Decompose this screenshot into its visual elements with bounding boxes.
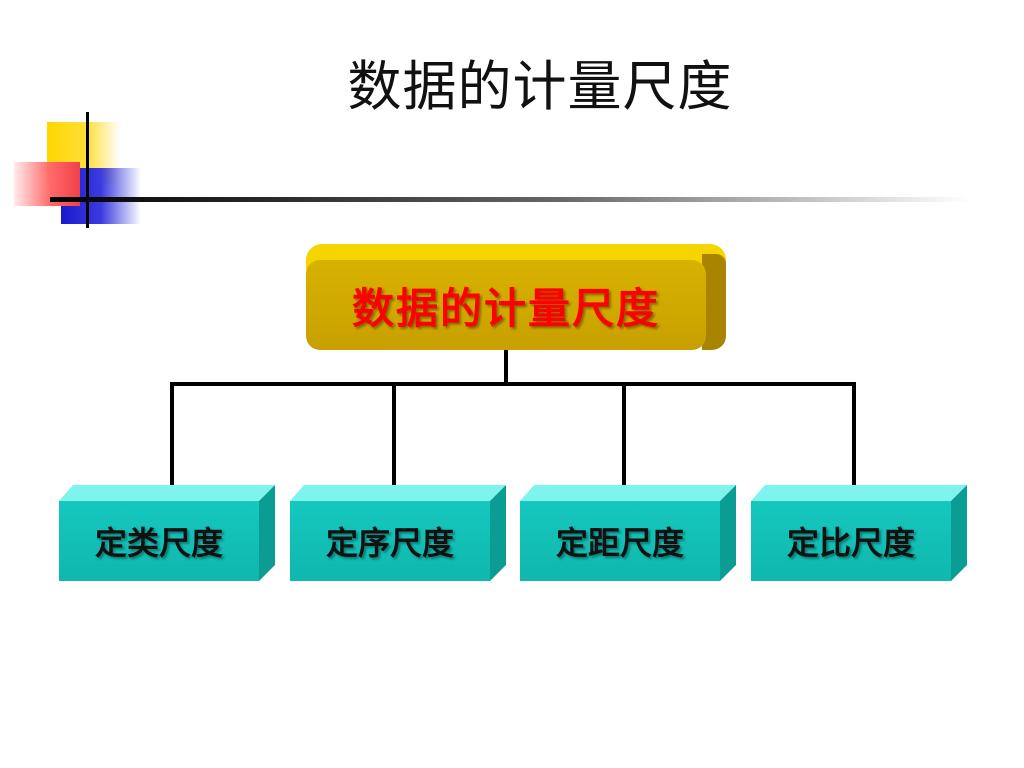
ornament-vertical-line bbox=[86, 112, 89, 228]
root-node-label: 数据的计量尺度 bbox=[306, 260, 706, 350]
child-node-top bbox=[290, 485, 506, 501]
child-node-label: 定类尺度 bbox=[59, 501, 259, 581]
child-node-side bbox=[259, 485, 275, 581]
child-node-nominal: 定类尺度 bbox=[59, 485, 275, 581]
child-node-side bbox=[720, 485, 736, 581]
child-node-interval: 定距尺度 bbox=[520, 485, 736, 581]
child-node-label: 定序尺度 bbox=[290, 501, 490, 581]
child-node-top bbox=[59, 485, 275, 501]
slide-title: 数据的计量尺度 bbox=[347, 55, 733, 118]
child-node-side bbox=[951, 485, 967, 581]
child-node-label: 定比尺度 bbox=[751, 501, 951, 581]
child-node-side bbox=[490, 485, 506, 581]
root-node: 数据的计量尺度 bbox=[306, 244, 726, 350]
child-node-ordinal: 定序尺度 bbox=[290, 485, 506, 581]
child-node-label: 定距尺度 bbox=[520, 501, 720, 581]
child-node-top bbox=[520, 485, 736, 501]
title-underline bbox=[50, 197, 970, 202]
root-node-side bbox=[702, 254, 726, 350]
child-node-ratio: 定比尺度 bbox=[751, 485, 967, 581]
child-node-top bbox=[751, 485, 967, 501]
